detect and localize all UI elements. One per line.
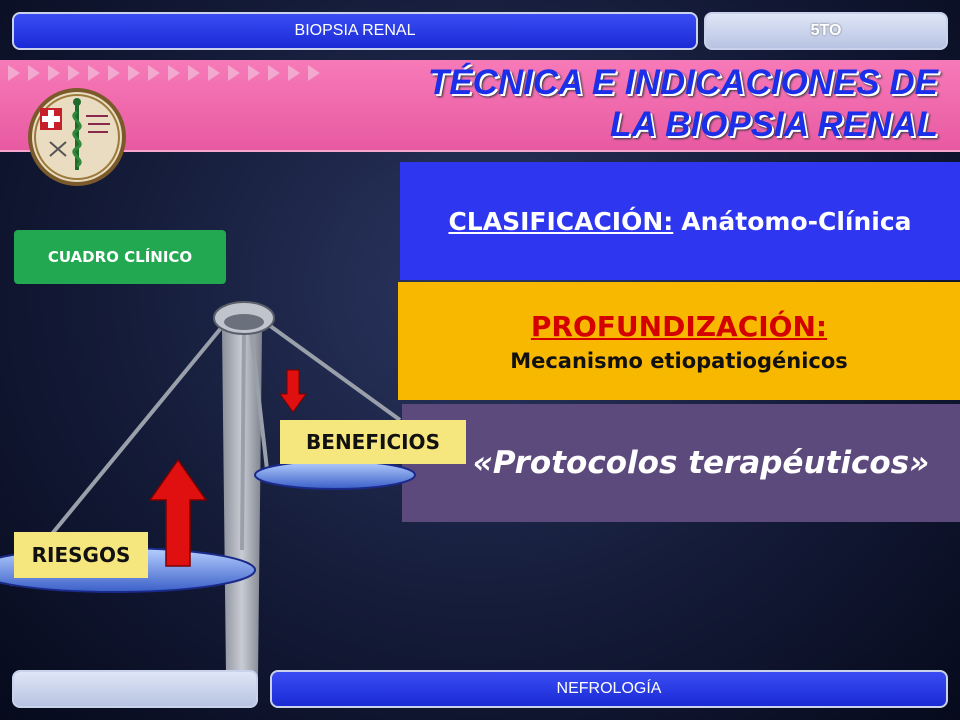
header-tab-biopsia-label: BIOPSIA RENAL: [294, 22, 416, 39]
page-title-line1: TÉCNICA E INDICACIONES DE: [427, 63, 938, 102]
play-arrow-icon: [108, 65, 120, 81]
riesgos-tag: RIESGOS: [14, 532, 148, 578]
play-arrow-icon: [48, 65, 60, 81]
beneficios-label: BENEFICIOS: [306, 430, 440, 454]
header-tab-5to-label: 5TO: [810, 22, 842, 39]
profundizacion-label: PROFUNDIZACIÓN:: [530, 309, 828, 343]
riesgos-label: RIESGOS: [31, 543, 131, 567]
play-arrow-icon: [288, 65, 300, 81]
beneficios-tag: BENEFICIOS: [280, 420, 466, 464]
clasificacion-label: CLASIFICACIÓN:: [448, 206, 674, 236]
play-arrow-icon: [228, 65, 240, 81]
play-arrow-icon: [88, 65, 100, 81]
profundizacion-value: Mecanismo etiopatiogénicos: [510, 348, 848, 373]
caduceus-logo-icon: [28, 88, 126, 186]
play-arrow-icon: [68, 65, 80, 81]
footer-tab-nefrologia-label: NEFROLOGÍA: [556, 680, 662, 697]
play-arrow-icon: [188, 65, 200, 81]
page-title: TÉCNICA E INDICACIONES DE LA BIOPSIA REN…: [428, 62, 938, 146]
footer-tab-blank[interactable]: [12, 670, 258, 708]
arrow-decoration: [6, 64, 322, 82]
protocolos-box: «Protocolos terapéuticos»: [402, 404, 960, 522]
header-tab-biopsia[interactable]: BIOPSIA RENAL: [12, 12, 698, 50]
header-tab-5to[interactable]: 5TO: [704, 12, 948, 50]
play-arrow-icon: [128, 65, 140, 81]
play-arrow-icon: [8, 65, 20, 81]
red-down-arrow-icon: [279, 369, 307, 413]
play-arrow-icon: [308, 65, 320, 81]
profundizacion-box: PROFUNDIZACIÓN: Mecanismo etiopatiogénic…: [398, 282, 960, 400]
clasificacion-value: Anátomo-Clínica: [681, 206, 912, 236]
play-arrow-icon: [168, 65, 180, 81]
play-arrow-icon: [248, 65, 260, 81]
page-title-line2: LA BIOPSIA RENAL: [610, 105, 938, 144]
play-arrow-icon: [268, 65, 280, 81]
red-up-arrow-icon: [148, 458, 208, 567]
cuadro-clinico-label: CUADRO CLÍNICO: [47, 248, 193, 266]
play-arrow-icon: [208, 65, 220, 81]
title-banner: [0, 60, 960, 152]
footer-tab-nefrologia[interactable]: NEFROLOGÍA: [270, 670, 948, 708]
play-arrow-icon: [148, 65, 160, 81]
clasificacion-box: CLASIFICACIÓN: Anátomo-Clínica: [400, 162, 960, 280]
play-arrow-icon: [28, 65, 40, 81]
protocolos-text: «Protocolos terapéuticos»: [472, 445, 930, 481]
cuadro-clinico-tag: CUADRO CLÍNICO: [14, 230, 226, 284]
